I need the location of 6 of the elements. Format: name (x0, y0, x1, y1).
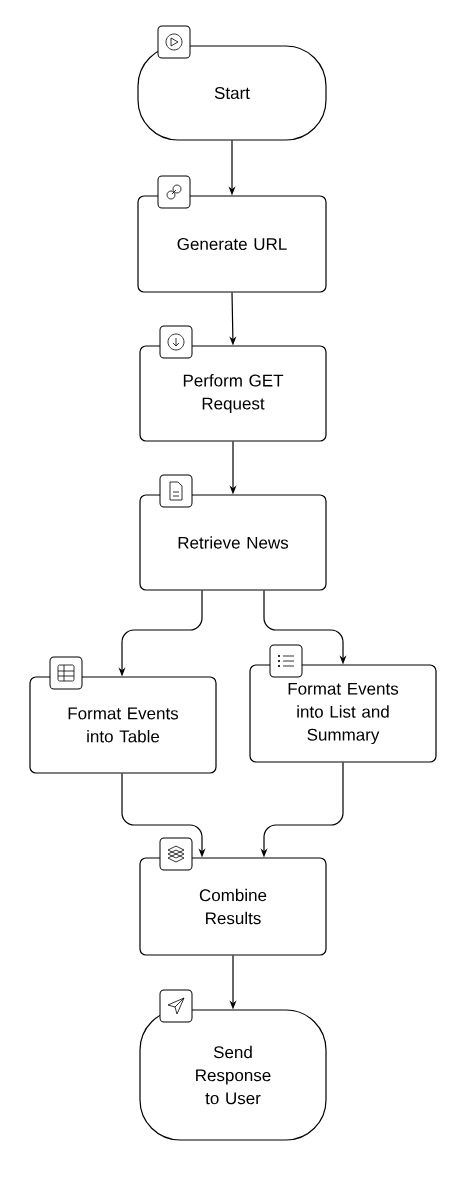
process-box: Format Events into List and Summary (249, 664, 437, 763)
process-box: Generate URL (137, 195, 327, 293)
process-box: Retrieve News (139, 494, 327, 591)
process-box: Format Events into Table (29, 676, 217, 774)
process-box: Combine Results (139, 857, 327, 956)
process-box: Perform GET Request (139, 345, 327, 442)
